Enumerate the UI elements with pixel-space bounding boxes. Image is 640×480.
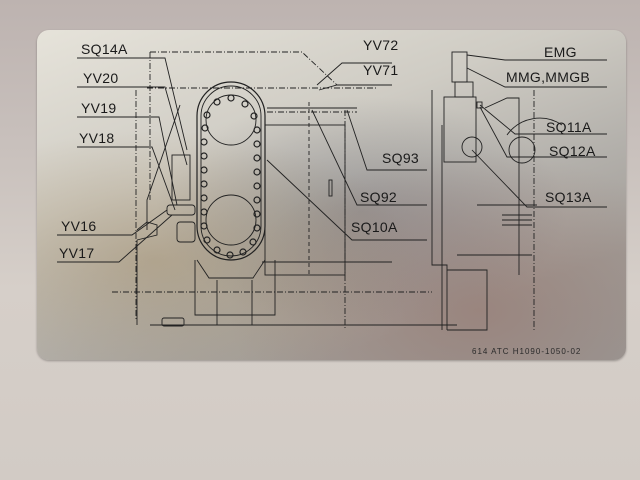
- label-sq11a: SQ11A: [546, 119, 592, 135]
- label-sq14a: SQ14A: [81, 41, 128, 57]
- label-yv19: YV19: [81, 100, 117, 116]
- label-sq93: SQ93: [382, 150, 419, 166]
- label-yv17: YV17: [59, 245, 95, 261]
- atc-nameplate: SQ14A YV20 YV19 YV18 YV16 YV17 YV72 YV71…: [37, 30, 626, 360]
- label-mmg-mmgb: MMG,MMGB: [506, 69, 591, 85]
- label-sq12a: SQ12A: [549, 143, 596, 159]
- label-sq10a: SQ10A: [351, 219, 398, 235]
- label-yv72: YV72: [363, 37, 399, 53]
- label-emg: EMG: [544, 44, 577, 60]
- label-sq92: SQ92: [360, 189, 397, 205]
- label-yv16: YV16: [61, 218, 97, 234]
- label-yv20: YV20: [83, 70, 119, 86]
- label-yv71: YV71: [363, 62, 399, 78]
- label-sq13a: SQ13A: [545, 189, 592, 205]
- atc-schematic-drawing: [57, 51, 607, 331]
- part-number: 614 ATC H1090-1050-02: [472, 347, 582, 356]
- label-yv18: YV18: [79, 130, 115, 146]
